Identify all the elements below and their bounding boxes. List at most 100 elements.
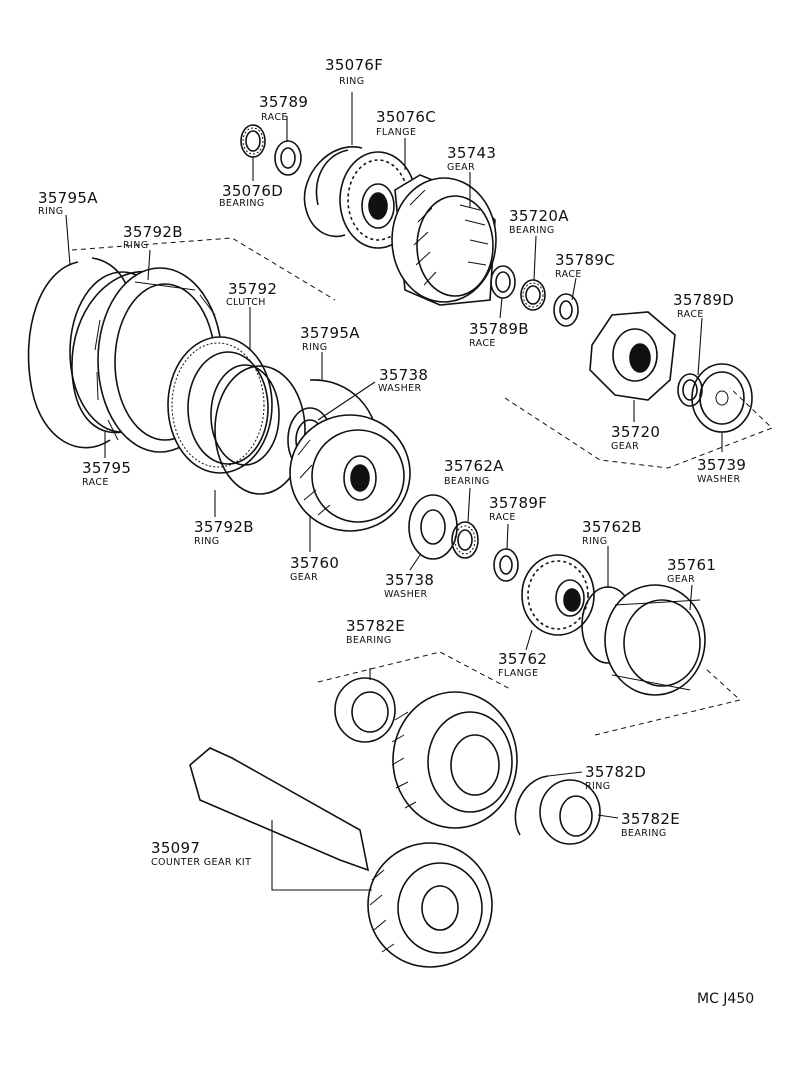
part-name: RING <box>123 240 148 251</box>
part-name: WASHER <box>384 589 428 600</box>
callout-35720A: 35720A BEARING <box>509 207 569 236</box>
bearing-35762A-drawing <box>451 521 479 559</box>
diagram-code: MC J450 <box>697 991 754 1007</box>
callout-35739: 35739 WASHER <box>697 456 746 485</box>
part-name: RING <box>585 781 610 792</box>
part-name: BEARING <box>219 198 265 209</box>
callout-35738-top: 35738 WASHER <box>378 366 428 394</box>
part-number: 35792 <box>228 280 277 298</box>
part-name: COUNTER GEAR KIT <box>151 857 251 868</box>
part-name: GEAR <box>447 162 475 173</box>
part-name: RACE <box>489 512 516 523</box>
callout-35720: 35720 GEAR <box>611 423 660 452</box>
part-number: 35076D <box>222 182 283 200</box>
race-35789B-drawing <box>490 265 516 299</box>
race-35789C-drawing <box>553 293 579 327</box>
callout-35076C: 35076C FLANGE <box>376 108 436 138</box>
part-name: FLANGE <box>376 127 416 138</box>
assembly-guide-lines <box>71 237 773 736</box>
part-number: 35739 <box>697 456 746 474</box>
part-name: RING <box>38 206 63 217</box>
callout-35738-bot: 35738 WASHER <box>384 571 434 600</box>
part-name: FLANGE <box>498 668 538 679</box>
part-name: RING <box>194 536 219 547</box>
callout-35097: 35097 COUNTER GEAR KIT <box>151 839 251 868</box>
gear-35761-drawing <box>604 584 706 696</box>
race-35789-drawing <box>274 140 302 176</box>
callout-35795A-mid: 35795A RING <box>300 324 360 353</box>
part-number: 35738 <box>385 571 434 589</box>
part-name: RING <box>302 342 327 353</box>
part-number: 35782D <box>585 763 646 781</box>
callout-35762: 35762 FLANGE <box>498 650 547 679</box>
part-number: 35076C <box>376 108 436 126</box>
callout-35743: 35743 GEAR <box>447 144 496 173</box>
part-number: 35789F <box>489 494 547 512</box>
part-number: 35762 <box>498 650 547 668</box>
callout-35761: 35761 GEAR <box>667 556 716 585</box>
callout-35076F: 35076F RING <box>325 56 383 87</box>
counter-shaft-35097-drawing <box>189 747 493 968</box>
part-name: WASHER <box>378 383 422 394</box>
callout-35789F: 35789F RACE <box>489 494 547 523</box>
callout-35762A: 35762A BEARING <box>444 457 504 487</box>
part-number: 35782E <box>621 810 680 828</box>
part-name: WASHER <box>697 474 741 485</box>
callout-35789B: 35789B RACE <box>469 320 529 349</box>
bearing-35720A-drawing <box>520 279 546 311</box>
callout-35762B: 35762B RING <box>582 518 642 547</box>
part-number: 35795A <box>300 324 360 342</box>
callout-35760: 35760 GEAR <box>290 554 339 583</box>
bearing-35782E-top-drawing <box>334 677 396 743</box>
part-number: 35792B <box>123 223 183 241</box>
callout-35795: 35795 RACE <box>82 459 131 488</box>
part-number: 35743 <box>447 144 496 162</box>
part-name: RING <box>582 536 607 547</box>
clutch-35792-drawing <box>167 336 280 474</box>
part-number: 35720 <box>611 423 660 441</box>
part-name: RACE <box>82 477 109 488</box>
part-name: GEAR <box>290 572 318 583</box>
part-number: 35076F <box>325 56 383 74</box>
part-name: RACE <box>677 309 704 320</box>
callout-35792B-top: 35792B RING <box>123 223 183 251</box>
part-number: 35782E <box>346 617 405 635</box>
part-name: RACE <box>555 269 582 280</box>
part-number: 35789B <box>469 320 529 338</box>
part-name: BEARING <box>444 476 490 487</box>
gear-35720-drawing <box>589 311 676 401</box>
bearing-35076D-drawing <box>240 124 266 158</box>
part-number: 35738 <box>379 366 428 384</box>
part-number: 35789D <box>673 291 734 309</box>
part-number: 35792B <box>194 518 254 536</box>
callout-35782E-bot: 35782E BEARING <box>621 810 680 839</box>
part-name: RACE <box>261 112 288 123</box>
part-name: BEARING <box>509 225 555 236</box>
part-name: BEARING <box>346 635 392 646</box>
gear-35743-drawing <box>391 174 497 306</box>
part-name: RACE <box>469 338 496 349</box>
part-name: BEARING <box>621 828 667 839</box>
callout-35795A-top: 35795A RING <box>38 189 98 217</box>
part-number: 35720A <box>509 207 569 225</box>
washer-35738-bot-drawing <box>408 494 458 560</box>
flange-35762-drawing <box>521 554 595 636</box>
part-name: RING <box>339 76 364 87</box>
callout-35789D: 35789D RACE <box>673 291 734 320</box>
race-35789F-drawing <box>493 548 519 582</box>
callout-35782E-top: 35782E BEARING <box>346 617 405 646</box>
ring-35792B-bot-drawing <box>214 365 306 495</box>
bearing-35782E-bot-drawing <box>539 779 601 845</box>
counter-gear-large-drawing <box>391 691 518 829</box>
callout-35789C: 35789C RACE <box>555 251 615 280</box>
part-number: 35795 <box>82 459 131 477</box>
leader-lines <box>65 92 723 819</box>
part-number: 35795A <box>38 189 98 207</box>
part-name: CLUTCH <box>226 297 266 308</box>
ring-35076F-drawing <box>303 146 363 238</box>
gear-35760-drawing <box>289 414 411 532</box>
ring-35782D-drawing <box>514 775 549 836</box>
part-number: 35789C <box>555 251 615 269</box>
part-number: 35762B <box>582 518 642 536</box>
